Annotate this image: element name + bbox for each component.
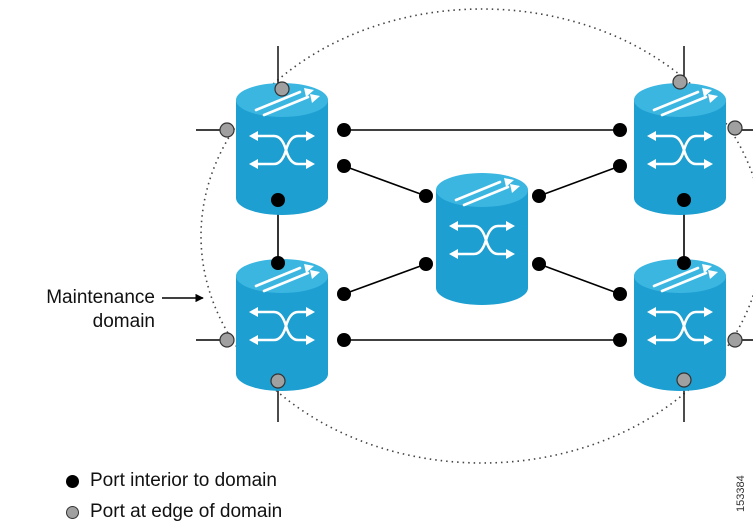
switch-icon [632, 257, 728, 393]
domain-label-line1: Maintenance [46, 287, 155, 308]
interior-ports [271, 123, 691, 347]
links [277, 129, 685, 341]
edge-port-legend-icon [66, 506, 79, 519]
domain-label: Maintenance domain [46, 286, 155, 334]
domain-boundary [200, 8, 753, 464]
edge-ports [219, 74, 743, 389]
legend-interior-label: Port interior to domain [90, 470, 277, 491]
interior-port-legend-icon [66, 475, 79, 488]
domain-label-line2: domain [92, 311, 155, 332]
switch-icon [434, 171, 530, 307]
legend-edge-label: Port at edge of domain [90, 501, 283, 522]
figure-id: 153384 [735, 475, 747, 512]
switch-icon [234, 257, 330, 393]
